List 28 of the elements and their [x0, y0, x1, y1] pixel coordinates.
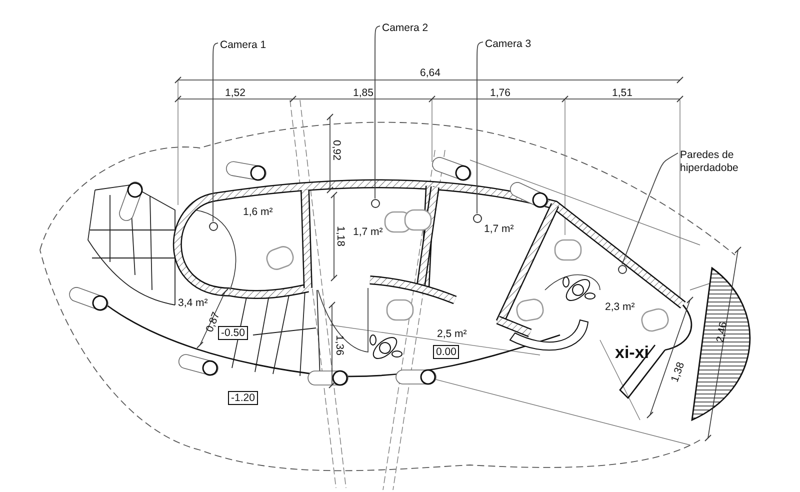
- callout-label: Camera 1: [220, 39, 266, 52]
- camera-point-marker: [618, 264, 626, 274]
- leader-line: [476, 42, 484, 214]
- dimension-text: 1,38: [670, 360, 687, 384]
- level-marker: -0.50: [218, 326, 248, 340]
- camera-point-marker: [472, 214, 482, 222]
- callout-label: Camera 3: [485, 38, 532, 52]
- dimension-text: 2,46: [715, 320, 730, 343]
- leader-line: [212, 42, 218, 222]
- dimension-text: 1,76: [490, 88, 510, 98]
- dimension-text: 1,51: [612, 88, 632, 98]
- dimension-text: 1,36: [334, 334, 344, 355]
- level-marker: 0.00: [433, 344, 460, 359]
- camera-point-marker: [208, 222, 218, 230]
- camera-point-marker: [370, 198, 380, 208]
- dimension-text: 0,92: [330, 140, 342, 160]
- area-label: 3,4 m²: [178, 298, 208, 308]
- callout-label: Camera 2: [382, 22, 428, 36]
- dimension-text: 1,18: [334, 226, 346, 246]
- dimension-text: 1,85: [353, 88, 374, 98]
- leader-line: [622, 152, 678, 265]
- room-name: xi-xi: [615, 344, 650, 360]
- level-marker: -1.20: [228, 390, 258, 405]
- area-label: 2,5 m²: [437, 328, 467, 339]
- leader-line: [374, 26, 380, 199]
- callout-label: Paredes de hiperdadobe: [680, 149, 760, 176]
- dimension-text: 1,52: [225, 88, 246, 98]
- dimension-text: 6,64: [420, 68, 440, 78]
